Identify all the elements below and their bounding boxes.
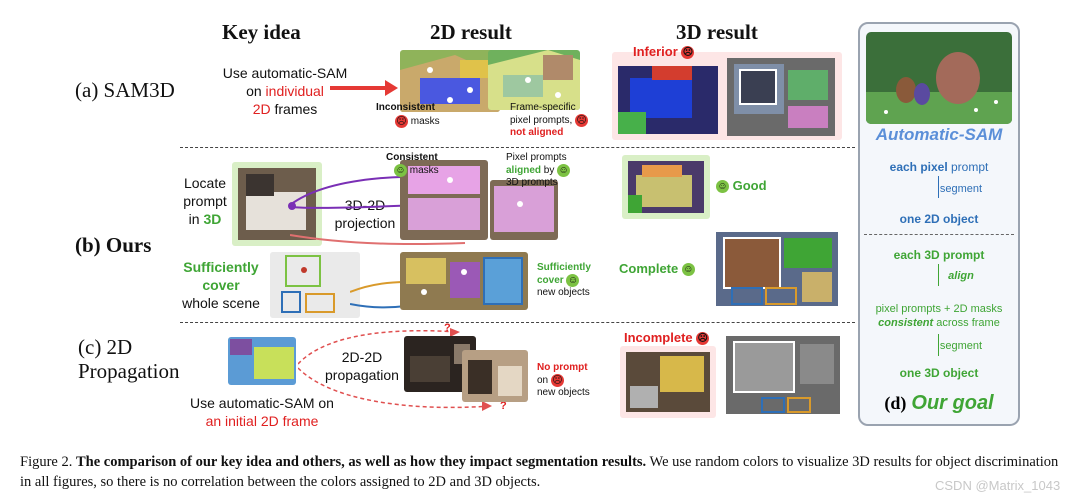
sad-face-icon: ☹: [575, 114, 589, 127]
consistent-across-frame: consistent across frame: [878, 317, 1000, 329]
sufficiently-cover-new-objects: Sufficiently cover ☺ new objects: [537, 262, 591, 299]
header-3d-result: 3D result: [676, 20, 758, 44]
consistent-label: Consistent: [386, 152, 438, 163]
row-a-description: Use automatic-SAM on individual 2D frame…: [222, 65, 348, 117]
each-3d-prompt: each 3D prompt: [893, 248, 985, 262]
sam3d-frame-1: [400, 50, 500, 112]
arrow-down-icon: [938, 334, 939, 356]
propagation-text: 2D-2D propagation: [325, 349, 399, 383]
point-cloud-image: [270, 252, 360, 318]
panel-divider: [864, 234, 1014, 235]
row-b-label: (b) Ours: [75, 233, 152, 257]
align-label: align: [948, 270, 974, 282]
complete-label: Complete ☺: [619, 261, 695, 277]
pixel-prompts-masks: pixel prompts + 2D masks: [875, 303, 1003, 315]
initial-2d-frame: [228, 337, 296, 385]
row-c-description: Use automatic-SAM on an initial 2D frame: [190, 395, 334, 429]
sam3d-3d-result: [612, 52, 842, 140]
row-divider-2: [180, 322, 855, 323]
frame-specific-label: Frame-specific pixel prompts, ☹ not alig…: [510, 102, 589, 139]
each-pixel-prompt: each pixel prompt: [889, 160, 989, 174]
arrow-down-icon: [938, 264, 939, 286]
inconsistent-masks: ☹ masks: [395, 115, 440, 128]
prop-frame-2: [462, 350, 528, 402]
good-label: ☺ Good: [716, 178, 767, 194]
happy-face-icon: ☺: [681, 263, 695, 277]
happy-face-icon: ☺: [716, 180, 729, 194]
happy-face-icon: ☺: [566, 274, 580, 287]
ours-frame-2: [490, 180, 558, 240]
inferior-label: Inferior ☹: [633, 44, 695, 60]
ours-frame-1: [400, 160, 488, 240]
header-2d-result: 2D result: [430, 20, 512, 44]
figure-caption: Figure 2. The comparison of our key idea…: [20, 454, 1059, 490]
question-mark-2: ?: [500, 400, 507, 412]
sad-face-icon: ☹: [696, 332, 710, 346]
automatic-sam-title: Automatic-SAM: [875, 125, 1003, 144]
pixel-prompts-aligned: Pixel prompts aligned by ☺ 3D prompts: [506, 152, 571, 189]
sad-face-icon: ☹: [681, 46, 695, 60]
header-key-idea: Key idea: [222, 20, 301, 44]
incomplete-label: Incomplete ☹: [624, 330, 710, 346]
scene-3d-image: [232, 162, 322, 246]
sad-face-icon: ☹: [395, 115, 408, 128]
ours-3d-good: [622, 155, 710, 219]
consistent-masks: ☺ masks: [394, 164, 439, 177]
ours-3d-complete: [712, 228, 842, 310]
question-mark-1: ?: [444, 322, 451, 334]
one-2d-object: one 2D object: [899, 212, 979, 226]
row-divider-1: [180, 147, 855, 148]
no-prompt-new-objects: No prompt on ☹ new objects: [537, 362, 590, 399]
happy-face-icon: ☺: [557, 164, 571, 177]
sad-face-icon: ☹: [550, 374, 564, 387]
projection-text: 3D-2D projection: [334, 197, 396, 231]
sufficiently-cover-text: Sufficiently cover whole scene: [182, 259, 260, 311]
inconsistent-label: Inconsistent: [376, 102, 435, 113]
one-3d-object: one 3D object: [899, 366, 979, 380]
row-a-label: (a) SAM3D: [75, 78, 175, 102]
propagation-arrows: [298, 328, 492, 411]
happy-face-icon: ☺: [394, 164, 407, 177]
row-c-label: (c) 2D Propagation: [78, 335, 180, 383]
ours-cover-frame: [400, 252, 528, 310]
red-arrow: [330, 80, 398, 96]
locate-prompt-text: Locate prompt in 3D: [183, 175, 227, 227]
sam3d-frame-2: [488, 50, 580, 110]
our-goal-label: (d) Our goal: [884, 392, 994, 414]
prop-3d-result-1: [620, 346, 716, 418]
our-goal-panel: Automatic-SAM each pixel prompt segment …: [858, 22, 1020, 426]
segment-label-1: segment: [939, 183, 983, 195]
bears-image: [866, 32, 1012, 124]
arrow-down-icon: [938, 176, 939, 198]
segment-label-2: segment: [939, 340, 983, 352]
watermark: CSDN @Matrix_1043: [935, 478, 1061, 493]
prop-3d-result-2: [722, 332, 844, 418]
